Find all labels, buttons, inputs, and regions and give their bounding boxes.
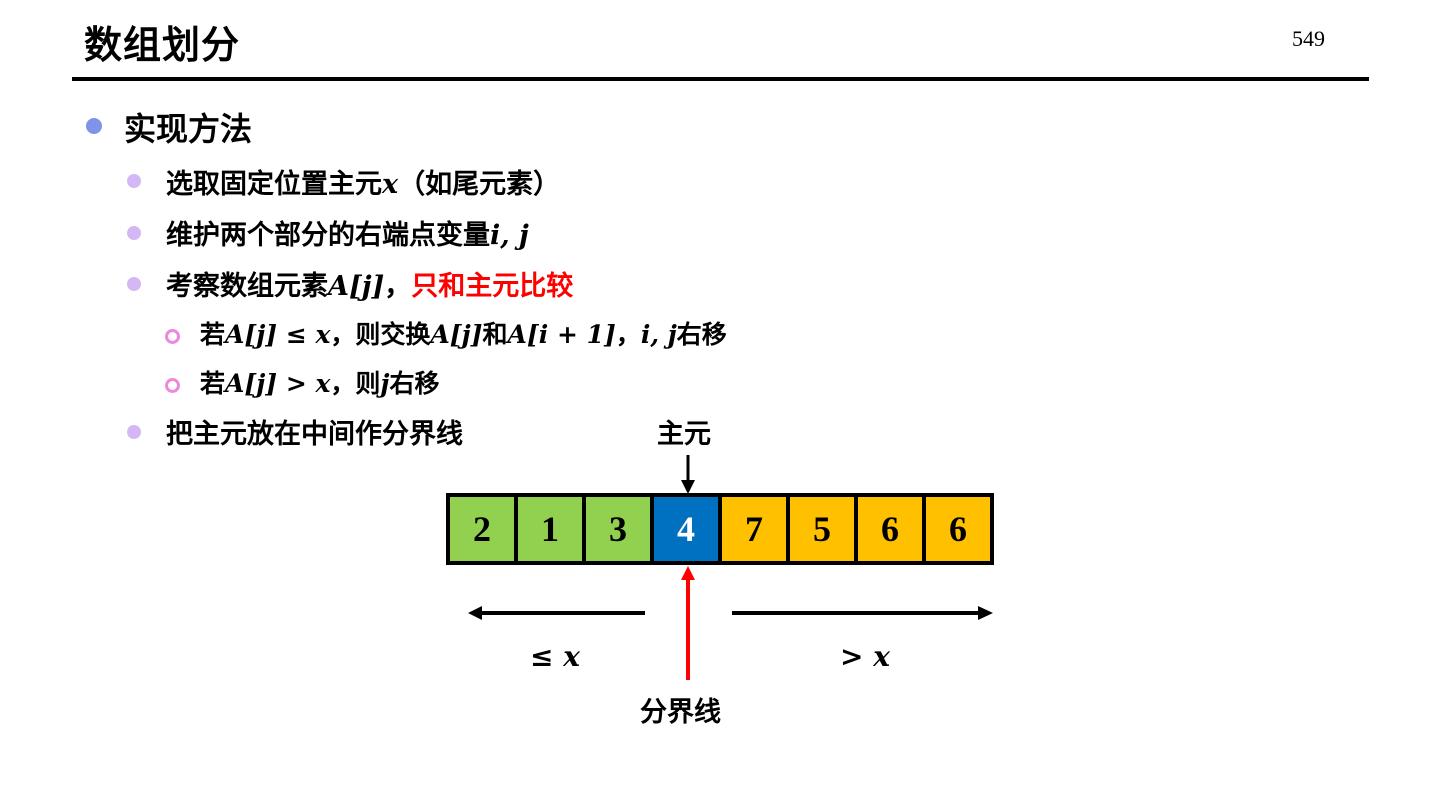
list-item: 考察数组元素A[j]，只和主元比较 [166, 271, 574, 302]
array-diagram: 2 1 3 4 7 5 6 6 [446, 493, 994, 565]
array-cell: 3 [586, 497, 654, 561]
array-cell: 5 [790, 497, 858, 561]
boundary-label: 分界线 [640, 697, 721, 728]
pivot-cell: 4 [654, 497, 722, 561]
left-partition-label: ≤ x [530, 640, 580, 673]
highlight-text: 只和主元比较 [411, 271, 574, 302]
sub-list-item: 若A[j] > x，则j右移 [200, 369, 440, 398]
slide-title: 数组划分 [84, 23, 241, 67]
title-divider [72, 77, 1369, 81]
bullet-icon [127, 174, 141, 188]
bullet-icon [86, 118, 102, 134]
array-cell: 6 [858, 497, 926, 561]
bullet-icon [127, 425, 141, 439]
list-item: 把主元放在中间作分界线 [166, 419, 463, 450]
page-number: 549 [1292, 26, 1325, 51]
array-cell: 6 [926, 497, 990, 561]
list-item: 维护两个部分的右端点变量i, j [166, 220, 529, 251]
section-heading: 实现方法 [124, 110, 253, 148]
array-cell: 1 [518, 497, 586, 561]
list-item: 选取固定位置主元x（如尾元素） [166, 169, 561, 200]
array-cell: 7 [722, 497, 790, 561]
sub-bullet-icon [165, 378, 180, 393]
bullet-icon [127, 226, 141, 240]
pivot-label: 主元 [657, 419, 711, 450]
bullet-icon [127, 277, 141, 291]
sub-list-item: 若A[j] ≤ x，则交换A[j]和A[i + 1]，i, j右移 [200, 320, 727, 349]
sub-bullet-icon [165, 329, 180, 344]
right-partition-label: > x [840, 640, 890, 673]
array-cell: 2 [450, 497, 518, 561]
